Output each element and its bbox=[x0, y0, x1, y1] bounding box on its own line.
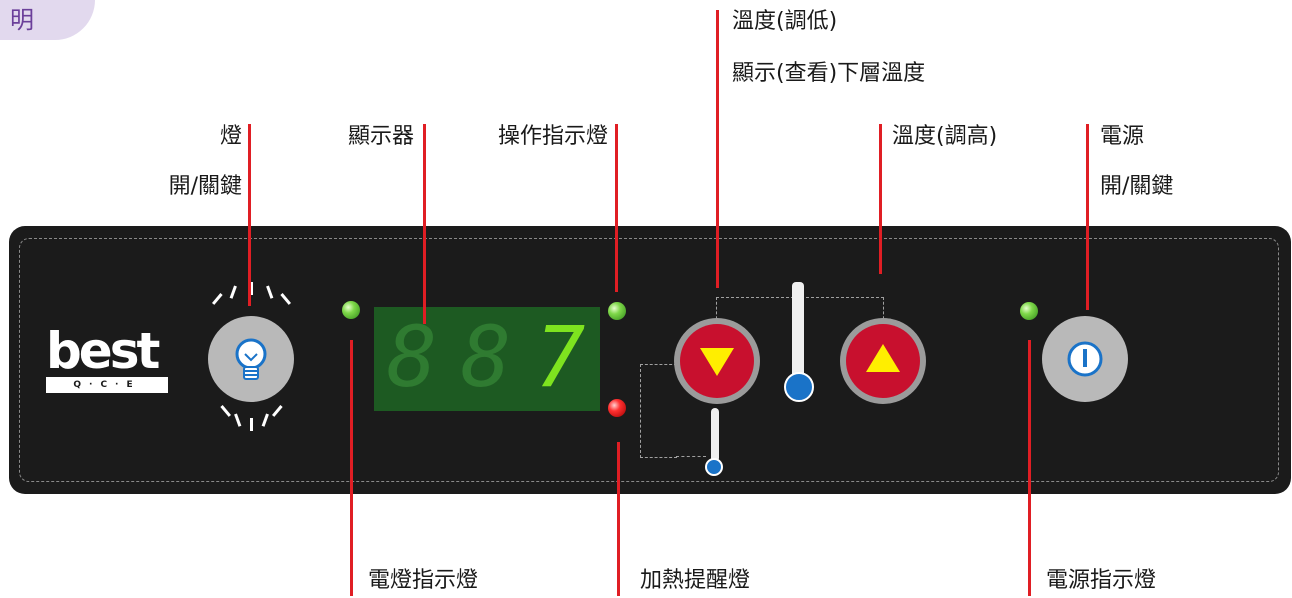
light-indicator-led bbox=[342, 301, 360, 319]
callout-line-power-indicator bbox=[1028, 340, 1031, 596]
power-icon bbox=[1067, 341, 1103, 377]
callout-line-display bbox=[423, 124, 426, 324]
label-power-2: 開/關鍵 bbox=[1100, 174, 1174, 199]
callout-line-op-indicator bbox=[615, 124, 618, 292]
power-indicator-led bbox=[1020, 302, 1038, 320]
callout-line-power bbox=[1086, 124, 1089, 310]
label-temp-down-2: 顯示(查看)下層溫度 bbox=[732, 61, 926, 86]
brand-logo: best Q·C·E bbox=[46, 322, 172, 393]
callout-line-heat-indicator bbox=[617, 442, 620, 596]
label-power-indicator: 電源指示燈 bbox=[1046, 568, 1157, 593]
connector-dash bbox=[676, 456, 706, 457]
label-light-switch-2: 開/關鍵 bbox=[168, 174, 242, 199]
connector-dash bbox=[640, 364, 677, 458]
label-light-switch-1: 燈 bbox=[219, 124, 242, 149]
op-indicator-led bbox=[608, 302, 626, 320]
light-button[interactable] bbox=[208, 316, 294, 402]
logo-word: best bbox=[46, 322, 160, 380]
lower-thermometer-bulb bbox=[705, 458, 723, 476]
label-heat-indicator: 加熱提醒燈 bbox=[640, 568, 751, 593]
temp-down-button[interactable] bbox=[674, 318, 760, 404]
label-light-indicator: 電燈指示燈 bbox=[368, 568, 479, 593]
power-button[interactable] bbox=[1042, 316, 1128, 402]
label-display: 顯示器 bbox=[347, 124, 414, 149]
seven-segment-display: 8 8 7 bbox=[374, 307, 600, 411]
triangle-up-icon bbox=[866, 344, 900, 372]
label-power-1: 電源 bbox=[1100, 124, 1145, 149]
heat-indicator-led bbox=[608, 399, 626, 417]
logo-subtext: Q·C·E bbox=[46, 377, 168, 393]
lower-thermometer-tube bbox=[711, 408, 719, 462]
display-digit-3: 7 bbox=[534, 308, 586, 406]
callout-line-light-indicator bbox=[350, 340, 353, 596]
callout-line-light-switch bbox=[248, 124, 251, 306]
light-rays bbox=[202, 276, 302, 438]
callout-line-temp-down bbox=[716, 10, 719, 288]
display-digit-2: 8 bbox=[460, 308, 512, 406]
label-temp-up: 溫度(調高) bbox=[892, 124, 998, 149]
corner-tab: 明 bbox=[0, 0, 95, 40]
temp-up-button[interactable] bbox=[840, 318, 926, 404]
display-digit-1: 8 bbox=[386, 308, 438, 406]
corner-tab-text: 明 bbox=[10, 6, 34, 34]
lightbulb-icon bbox=[235, 338, 267, 380]
callout-line-temp-up bbox=[879, 124, 882, 274]
label-op-indicator: 操作指示燈 bbox=[497, 124, 608, 149]
label-temp-down-1: 溫度(調低) bbox=[732, 9, 838, 34]
upper-thermometer-bulb bbox=[784, 372, 814, 402]
upper-thermometer-tube bbox=[792, 282, 804, 378]
triangle-down-icon bbox=[700, 348, 734, 376]
panel-dashed-border bbox=[19, 238, 1279, 482]
